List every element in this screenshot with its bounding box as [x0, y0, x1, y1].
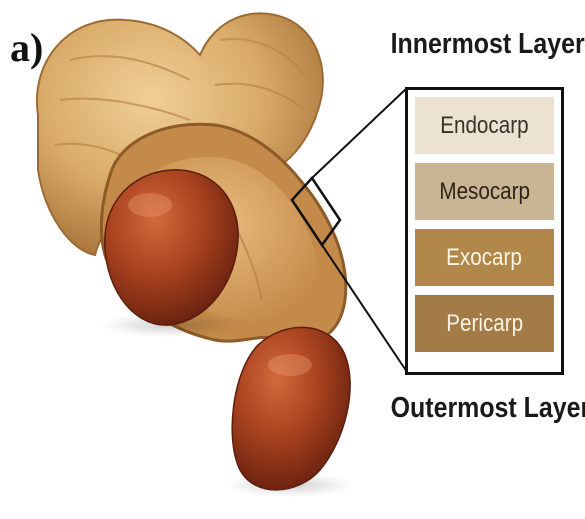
layer-endocarp: Endocarp	[415, 97, 554, 154]
innermost-layer-label: Innermost Layer	[391, 28, 571, 61]
layer-mesocarp: Mesocarp	[415, 163, 554, 220]
layer-pericarp-label: Pericarp	[446, 310, 523, 338]
layer-endocarp-label: Endocarp	[440, 112, 528, 140]
layer-mesocarp-label: Mesocarp	[439, 178, 530, 206]
layer-stack: Endocarp Mesocarp Exocarp Pericarp	[405, 87, 564, 375]
layer-exocarp-label: Exocarp	[447, 244, 523, 272]
connector-line-top	[312, 88, 407, 178]
loose-kernel-icon	[225, 327, 355, 497]
layer-exocarp: Exocarp	[415, 229, 554, 286]
outermost-layer-label: Outermost Layer	[391, 392, 571, 425]
layer-pericarp: Pericarp	[415, 295, 554, 352]
panel-label: a)	[10, 24, 43, 71]
